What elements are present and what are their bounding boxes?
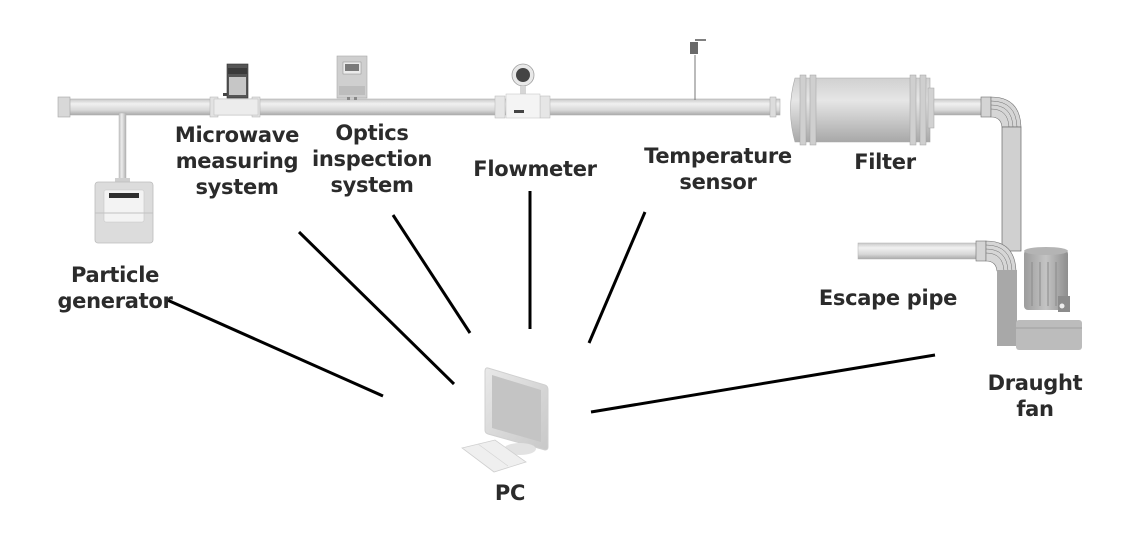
outlet-pipe bbox=[933, 96, 1022, 252]
filter-icon bbox=[790, 74, 935, 146]
microwave-device-icon bbox=[213, 63, 259, 116]
line-pc-microwave bbox=[297, 230, 456, 386]
line-pc-particle-generator bbox=[164, 297, 384, 398]
flowmeter-icon bbox=[494, 63, 551, 119]
label-flowmeter: Flowmeter bbox=[473, 157, 597, 181]
connection-lines bbox=[164, 191, 936, 414]
pc-icon bbox=[461, 367, 549, 473]
line-pc-optics bbox=[391, 214, 472, 334]
line-pc-draught-fan bbox=[590, 353, 936, 414]
label-pc: PC bbox=[494, 481, 526, 505]
draught-fan-icon bbox=[997, 247, 1082, 350]
label-microwave-measuring-system: Microwave measuring system bbox=[174, 123, 300, 199]
line-pc-temperature bbox=[587, 211, 647, 344]
label-filter: Filter bbox=[854, 150, 916, 174]
label-temperature-sensor: Temperature sensor bbox=[644, 144, 792, 194]
optics-device-icon bbox=[336, 55, 368, 100]
main-pipe bbox=[57, 96, 781, 118]
particle-generator-icon bbox=[94, 112, 154, 244]
label-particle-generator: Particle generator bbox=[57, 263, 173, 313]
temperature-sensor-icon bbox=[690, 39, 706, 100]
escape-pipe-icon bbox=[857, 240, 1017, 272]
label-escape-pipe: Escape pipe bbox=[818, 286, 958, 310]
label-draught-fan: Draught fan bbox=[987, 371, 1083, 421]
label-optics-inspection-system: Optics inspection system bbox=[312, 121, 432, 197]
